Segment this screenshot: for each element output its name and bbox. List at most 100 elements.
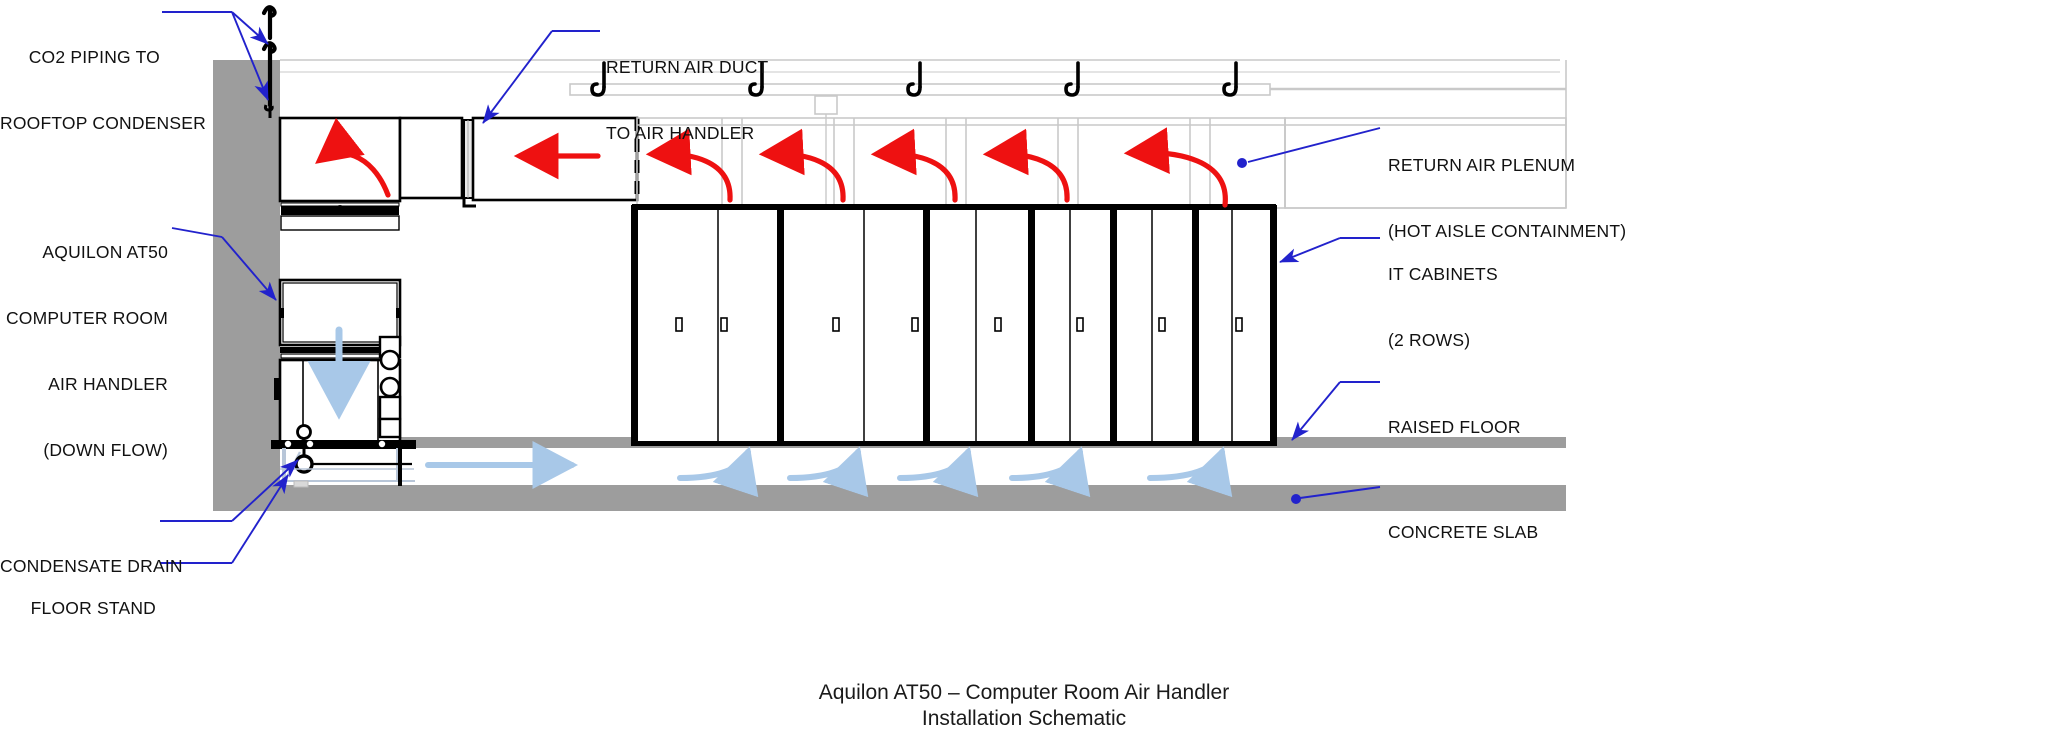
label-air-handler-line2: COMPUTER ROOM [5,308,168,328]
co2-piping-riser-group [261,5,277,108]
cold-air-arrow-upturn [1009,446,1091,498]
label-return-air-duct-line1: RETURN AIR DUCT [606,57,769,77]
cabinet-bottom-rail [633,441,1275,446]
cold-air-arrow-upturn [1147,446,1233,498]
label-co2-piping-line1: CO2 PIPING TO [28,47,160,67]
co2-pipe-lower-hook [261,41,277,55]
label-condensate-drain-line1: CONDENSATE DRAIN [0,556,183,576]
label-air-handler-line1: AQUILON AT50 [42,242,168,262]
label-concrete-slab-line1: CONCRETE SLAB [1388,522,1539,542]
leader-it-cabinets [1279,237,1341,263]
leader-plenum-dot [1237,158,1247,168]
label-raised-floor-line1: RAISED FLOOR [1388,417,1521,437]
label-return-air-plenum-line1: RETURN AIR PLENUM [1388,155,1576,175]
label-air-handler-line3: AIR HANDLER [48,374,168,394]
leader-concrete-slab [1299,486,1381,499]
hanger-rod [590,61,606,97]
cabinet-door-handle [911,317,919,332]
cabinet-door-handle [832,317,840,332]
return-air-plenum [569,60,1567,209]
leader-co2-a [231,11,269,45]
floor-stand-bolt-2 [306,440,314,448]
cabinet-handles [675,317,1243,332]
floor-stand-footer [293,480,309,488]
cabinet-separator [777,205,784,446]
it-cabinets-group [631,204,1277,446]
hot-air-arrow-return [982,128,1070,203]
hanger-rod [748,61,764,97]
label-co2-piping: CO2 PIPING TO ROOFTOP CONDENSER [0,2,206,178]
cabinet-door-handle [720,317,728,332]
label-raised-floor: RAISED FLOOR [1388,372,1628,482]
hot-air-arrow-return [1123,127,1228,208]
ahu-latch-right [396,308,401,318]
label-return-air-duct: RETURN AIR DUCT TO AIR HANDLER [606,12,866,188]
leader-plenum [1247,127,1381,163]
leader-raised-floor [1291,381,1341,441]
cabinet-top-rail [633,205,1275,210]
duct-riser-box [398,116,464,200]
label-it-cabinets-line2: (2 ROWS) [1388,330,1471,350]
floor-stand-bolt-3 [378,440,386,448]
caption-line-1: Aquilon AT50 – Computer Room Air Handler [818,681,1230,704]
hanger-rod [906,61,922,97]
leader-co2-b [231,11,269,101]
hot-air-arrow-ahu [315,117,391,198]
hanger-rod-group [590,61,1238,97]
cabinet-separators [631,205,1277,446]
hot-air-arrow-return [758,128,846,203]
label-co2-piping-line2: ROOFTOP CONDENSER [0,113,206,133]
label-it-cabinets: IT CABINETS (2 ROWS) [1388,219,1628,395]
leader-return-duct [482,30,553,124]
leader-air-handler [221,236,277,301]
label-air-handler: AQUILON AT50 COMPUTER ROOM AIR HANDLER (… [0,197,168,505]
caption-line-2: Installation Schematic [921,707,1127,730]
leader-condensate [231,459,299,522]
hot-air-arrow-return [645,128,733,203]
ahu-sub-band [280,215,400,231]
cabinet-separator [923,205,930,446]
hanger-rod [1064,61,1080,97]
cabinet-door-handle [994,317,1002,332]
cabinet-door-handle [675,317,683,332]
cold-air-arrows [307,326,1233,498]
hot-air-arrows [315,117,1228,208]
label-floor-stand: FLOOR STAND [0,553,156,663]
label-return-air-duct-line2: TO AIR HANDLER [606,123,755,143]
cold-air-arrow-upturn [897,446,979,498]
co2-pipe-drop-hook [263,104,274,112]
cabinet-door-handle [1158,317,1166,332]
leader-floor-stand [231,474,289,564]
co2-pipe-upper-hook [261,5,277,19]
cabinet-door-handle [1076,317,1084,332]
cabinet-separator [1192,205,1199,446]
label-concrete-slab: CONCRETE SLAB [1388,477,1628,587]
label-it-cabinets-line1: IT CABINETS [1388,264,1498,284]
cabinet-door-splits [717,207,1233,443]
cabinet-row-outline [632,204,1276,446]
label-return-air-plenum: RETURN AIR PLENUM (HOT AISLE CONTAINMENT… [1388,110,1688,286]
ahu-side-clip [274,378,280,400]
cabinet-door-handle [1235,317,1243,332]
label-return-air-plenum-line2: (HOT AISLE CONTAINMENT) [1388,221,1627,241]
cabinet-separator [1270,205,1277,446]
cabinet-separator [631,205,638,446]
label-condensate-drain: CONDENSATE DRAIN [0,511,183,621]
cold-air-arrow-upturn [677,446,759,498]
concrete-slab [213,485,1566,511]
ahu-latch-left [279,308,284,318]
duct-support-bracket [462,198,476,208]
cold-air-arrow-upturn [787,446,869,498]
drawing-caption: Aquilon AT50 – Computer Room Air Handler… [0,680,2048,732]
cabinet-separator [1028,205,1035,446]
label-floor-stand-line1: FLOOR STAND [30,598,156,618]
floor-stand-bolt-1 [284,440,292,448]
floor-stand-top-rail [271,440,416,449]
label-air-handler-line4: (DOWN FLOW) [43,440,168,460]
leader-concrete-slab-dot [1291,494,1301,504]
ahu-equip-box-3 [378,417,402,439]
hanger-rod [1222,61,1238,97]
